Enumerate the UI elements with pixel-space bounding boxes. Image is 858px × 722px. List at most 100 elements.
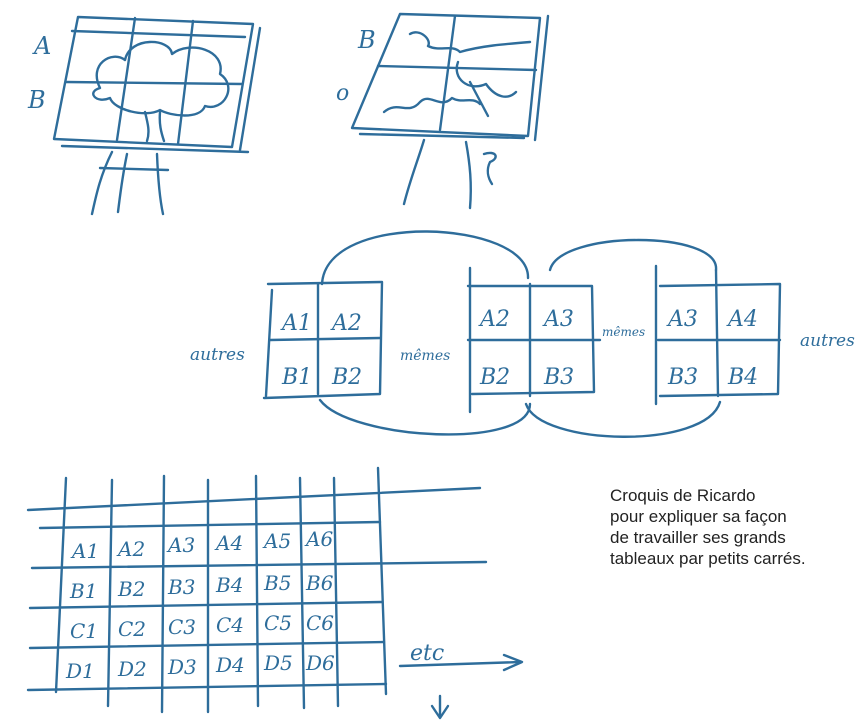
panel-3-cell-b4: B4: [727, 365, 758, 390]
label-autres-left: autres: [190, 345, 245, 365]
easel-2-grid-vertical: [438, 14, 457, 132]
grid-line-v3: [160, 474, 166, 714]
easel-sketch-right: [350, 12, 550, 210]
easel-2-label-b: B: [357, 26, 376, 54]
easel-2-scribble-bottom: [382, 96, 482, 114]
easel-1-leg-mid: [116, 152, 129, 214]
caption-line-3: de travailler ses grands: [610, 528, 786, 547]
panel-1-cell-a2: A2: [330, 311, 362, 336]
panel-2-cell-a2: A2: [478, 307, 510, 332]
panel-2-cell-b2: B2: [479, 365, 510, 390]
easel-1-label-a: A: [32, 32, 51, 60]
panel-2-cell-a3: A3: [542, 307, 574, 332]
grid-cell-b1: B1: [69, 579, 97, 603]
grid-line-h4: [28, 600, 384, 610]
grid-cell-d1: D1: [65, 659, 95, 683]
grid-cell-a3: A3: [166, 533, 195, 557]
grid-cell-b6: B6: [305, 571, 334, 595]
easel-2-hook: [482, 151, 497, 186]
panel-3-divider-vertical: [714, 268, 720, 398]
panel-3-cell-a3: A3: [666, 307, 698, 332]
panel-1-cell-b2: B2: [331, 365, 362, 390]
easel-1-crossbar: [98, 166, 170, 172]
grid-line-v6: [298, 476, 306, 710]
easel-1-tree-trunk-left: [143, 110, 150, 143]
easel-1-tree-crown: [92, 40, 230, 117]
big-grid: [26, 466, 524, 720]
grid-cell-c5: C5: [264, 611, 292, 635]
caption-line-2: pour expliquer sa façon: [610, 507, 787, 526]
easel-1-grid-horizontal: [64, 80, 244, 86]
easel-2-scribble-top: [408, 31, 532, 54]
grid-cell-b3: B3: [167, 575, 195, 599]
grid-line-v7: [332, 476, 340, 708]
grid-cell-c4: C4: [216, 613, 244, 637]
label-memes-1: mêmes: [400, 348, 450, 364]
grid-line-h3: [30, 560, 488, 570]
easel-1-grid-vertical-left: [115, 16, 137, 142]
grid-line-v5: [254, 474, 260, 708]
grid-cell-d3: D3: [167, 655, 197, 679]
easel-2-canvas-frame: [350, 12, 542, 138]
easel-2-canvas-edge: [533, 14, 550, 142]
easel-2-ledge: [358, 132, 526, 140]
label-memes-2: mêmes: [602, 325, 645, 339]
grid-cell-c6: C6: [306, 611, 334, 635]
arc-top-2: [548, 238, 718, 272]
down-arrow-head: [430, 704, 450, 720]
figure-caption: Croquis de Ricardo pour expliquer sa faç…: [610, 485, 855, 569]
easel-1-canvas-edge: [238, 26, 262, 152]
grid-line-h2: [38, 520, 382, 530]
panel-sequence: [262, 230, 782, 438]
grid-cell-a4: A4: [214, 531, 243, 555]
grid-line-h1: [26, 486, 482, 512]
easel-sketch-left: [52, 15, 262, 216]
panel-3-cell-a4: A4: [726, 307, 758, 332]
easel-1-leg-right: [155, 152, 165, 216]
easel-2-scribble-mid: [455, 60, 518, 98]
easel-1-canvas-inner-top: [70, 29, 247, 39]
easel-1-canvas-frame: [52, 15, 255, 149]
grid-cell-a2: A2: [116, 537, 145, 561]
easel-2-scribble-stroke: [468, 80, 490, 118]
grid-line-v2: [106, 478, 114, 708]
panel-1-cell-a1: A1: [280, 311, 312, 336]
caption-line-1: Croquis de Ricardo: [610, 486, 756, 505]
grid-cell-c2: C2: [118, 617, 146, 641]
grid-cell-d6: D6: [305, 651, 335, 675]
label-autres-right: autres: [800, 331, 855, 351]
grid-cell-c1: C1: [70, 619, 98, 643]
etc-label: etc: [410, 641, 444, 666]
panel-1-divider-horizontal: [268, 336, 382, 342]
easel-1-label-b: B: [27, 86, 46, 114]
grid-cell-b4: B4: [215, 573, 243, 597]
panel-1-left-edge: [264, 288, 274, 398]
caption-line-4: tableaux par petits carrés.: [610, 549, 806, 568]
etc-arrow-line: [398, 660, 522, 668]
grid-cell-b2: B2: [117, 577, 145, 601]
easel-1-ledge: [60, 144, 250, 154]
easel-1-tree-trunk-right: [158, 110, 166, 143]
grid-cell-d2: D2: [117, 657, 147, 681]
arc-bottom-2: [524, 400, 722, 438]
panel-3-cell-b3: B3: [667, 365, 698, 390]
easel-2-leg-right: [464, 140, 472, 210]
grid-cell-a6: A6: [304, 527, 333, 551]
easel-2-label-o: o: [336, 81, 349, 106]
grid-cell-a1: A1: [70, 539, 99, 563]
easel-2-leg-left: [402, 138, 426, 206]
easel-1-leg-left: [90, 150, 114, 216]
grid-line-v1: [54, 476, 68, 694]
grid-cell-d4: D4: [215, 653, 245, 677]
panel-1-cell-b1: B1: [281, 365, 312, 390]
etc-arrow-head: [502, 653, 524, 672]
grid-cell-c3: C3: [168, 615, 196, 639]
grid-line-v8: [376, 466, 388, 696]
arc-bottom-1: [318, 398, 532, 436]
grid-cell-d5: D5: [263, 651, 293, 675]
grid-cell-a5: A5: [262, 529, 291, 553]
arc-top-1: [320, 230, 530, 286]
grid-cell-b5: B5: [263, 571, 291, 595]
